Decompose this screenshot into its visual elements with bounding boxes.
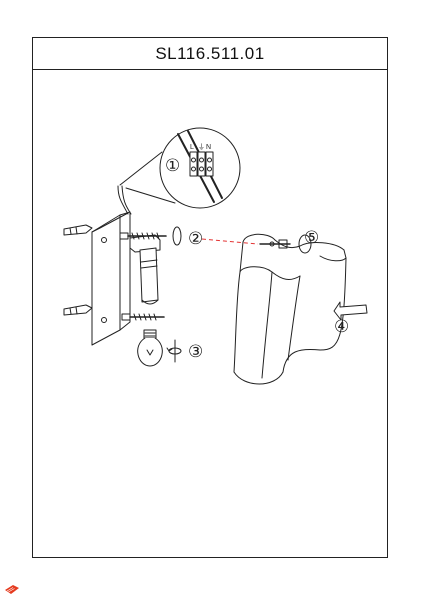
wall-anchor-icon — [63, 304, 93, 316]
terminal-block-icon — [177, 130, 223, 203]
washer-icon — [298, 234, 312, 254]
callout-2: ② — [188, 229, 203, 248]
callout-4: ④ — [334, 317, 349, 336]
terminal-label: N — [206, 144, 211, 151]
screw-icon — [259, 239, 291, 249]
mounting-bracket — [91, 211, 161, 346]
rotate-arrow-icon — [166, 339, 182, 363]
terminal-label: ⏚ — [198, 143, 205, 151]
push-arrow-icon — [333, 301, 368, 321]
bulb-icon — [137, 329, 163, 367]
callout-5: ⑤ — [304, 228, 319, 247]
washer-icon — [172, 226, 182, 246]
callout-1: ① — [165, 156, 180, 175]
wall-anchor-icon — [63, 224, 93, 236]
terminal-label: L — [190, 144, 194, 151]
lamp-shade — [233, 233, 347, 385]
brand-logo-icon — [5, 585, 19, 594]
alignment-dash — [201, 238, 259, 245]
model-title: SL116.511.01 — [33, 38, 387, 70]
drawing-frame: SL116.511.01 — [32, 37, 388, 558]
wire — [117, 185, 129, 215]
terminal-detail-magnifier — [119, 127, 241, 209]
screw-icon — [119, 232, 167, 240]
screw-icon — [121, 313, 165, 321]
callout-3: ③ — [188, 342, 203, 361]
